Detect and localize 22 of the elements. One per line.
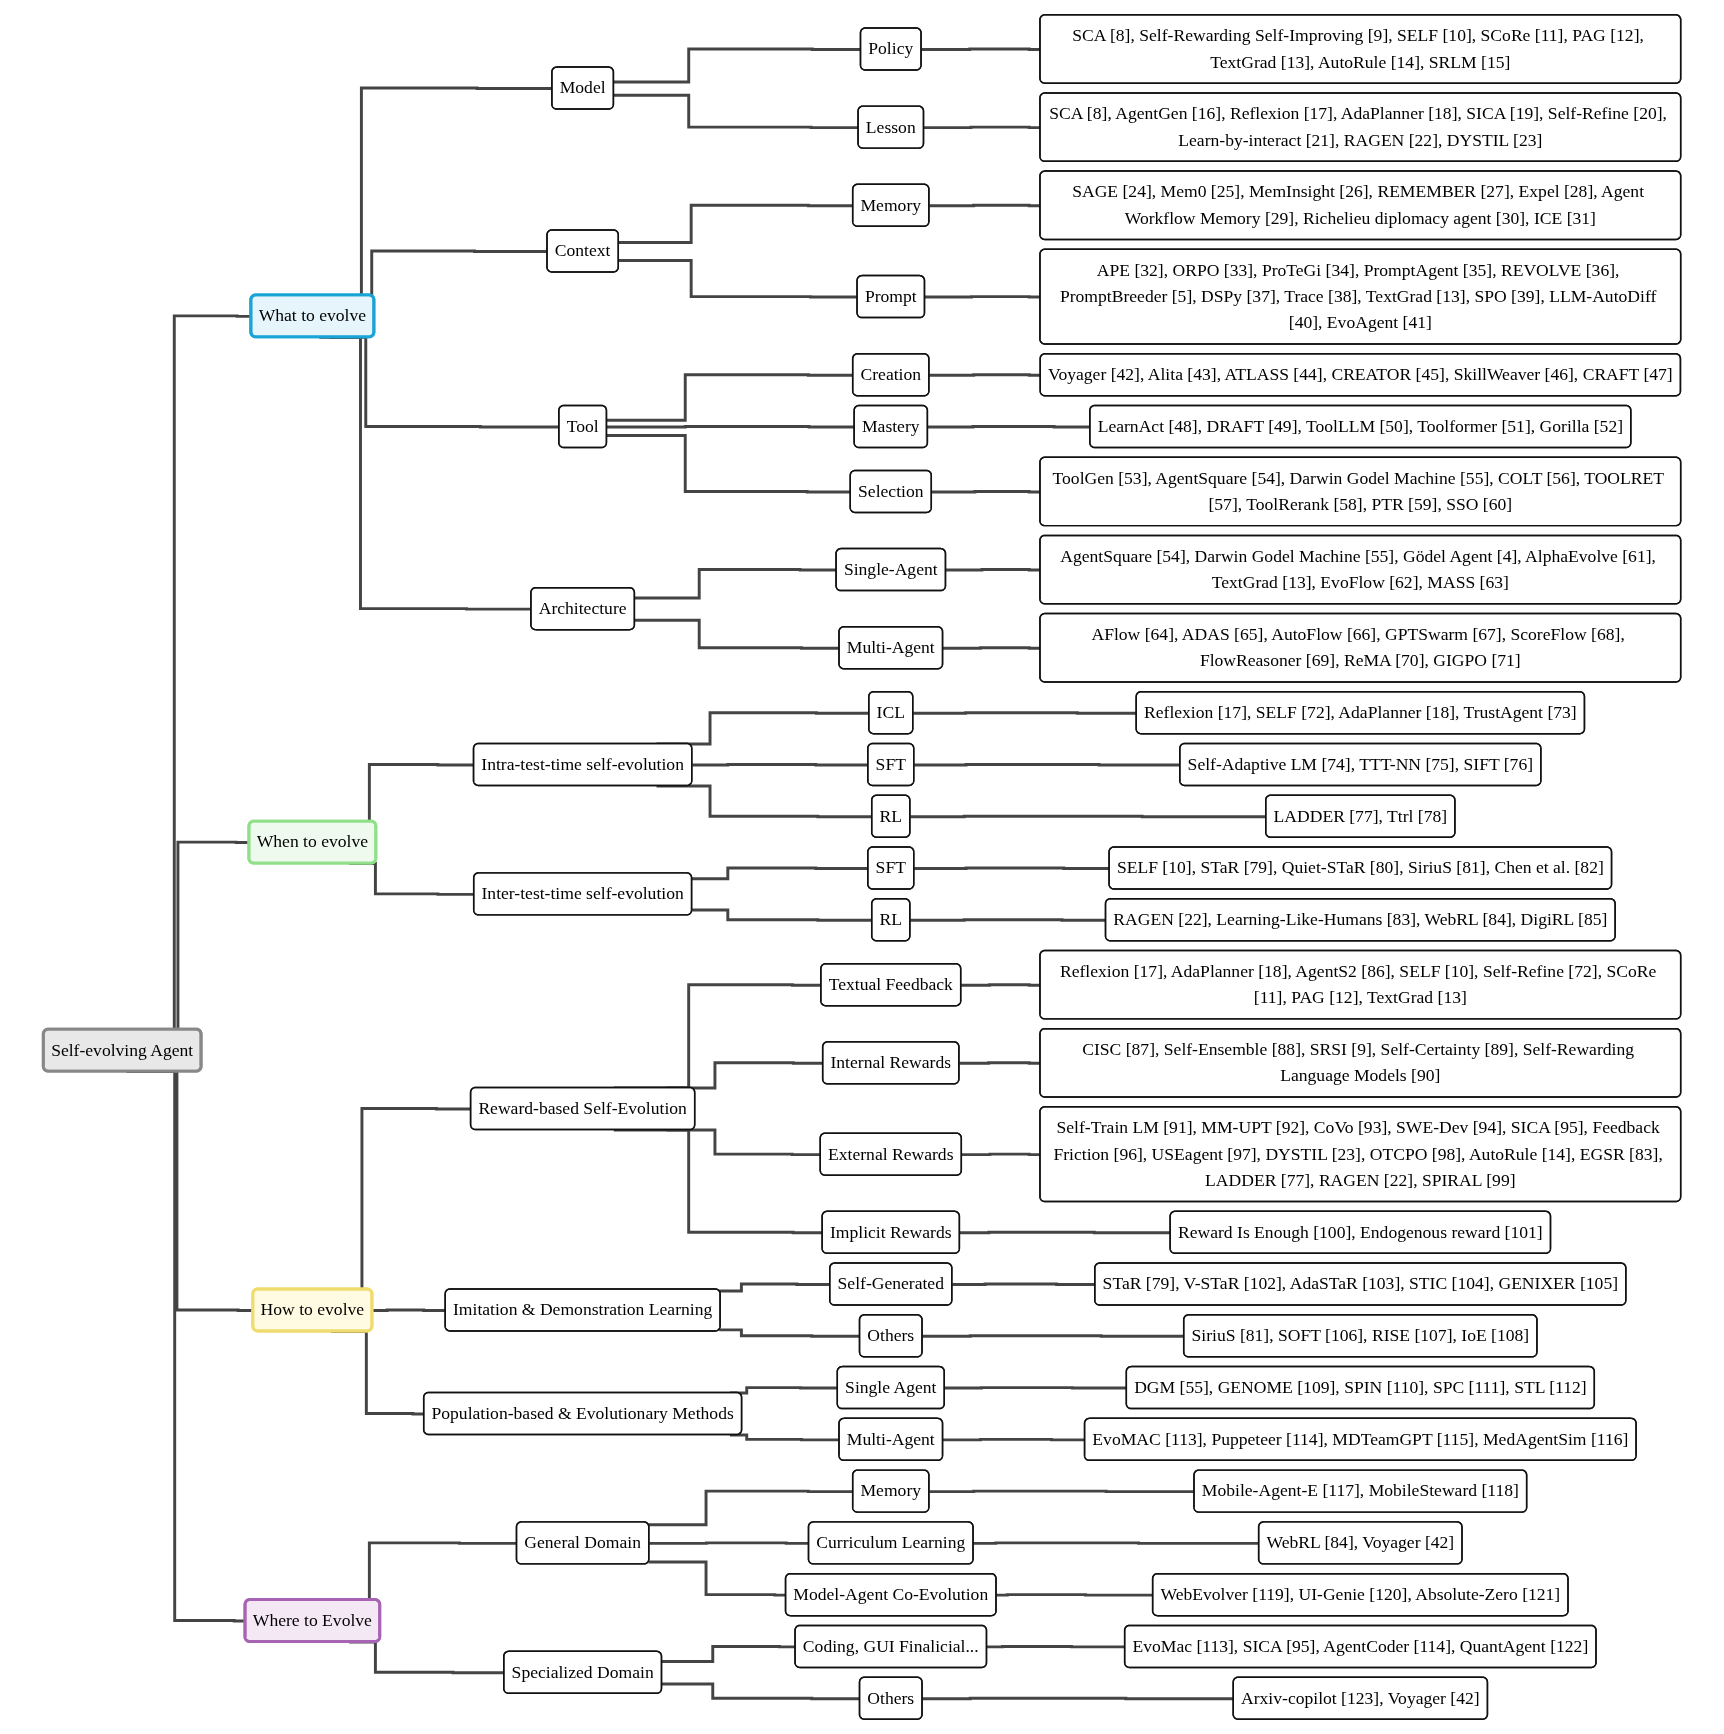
connector (634, 568, 837, 600)
connector (922, 1696, 1234, 1701)
connector (606, 434, 851, 494)
connector (914, 866, 1110, 870)
connector (649, 1541, 809, 1545)
connector (661, 1682, 860, 1701)
connector (648, 1560, 786, 1597)
connector (944, 1386, 1127, 1390)
connector (618, 258, 858, 299)
connector (661, 1644, 796, 1663)
connector (929, 373, 1041, 377)
connector (613, 1128, 823, 1235)
connector (910, 918, 1106, 922)
connector (959, 1230, 1171, 1235)
connector (606, 425, 855, 429)
connector (613, 47, 861, 84)
connector (634, 618, 840, 650)
connector (729, 1433, 840, 1442)
connector (719, 1328, 860, 1338)
connector (372, 1308, 446, 1312)
connector (913, 711, 1137, 715)
connector (613, 93, 859, 130)
